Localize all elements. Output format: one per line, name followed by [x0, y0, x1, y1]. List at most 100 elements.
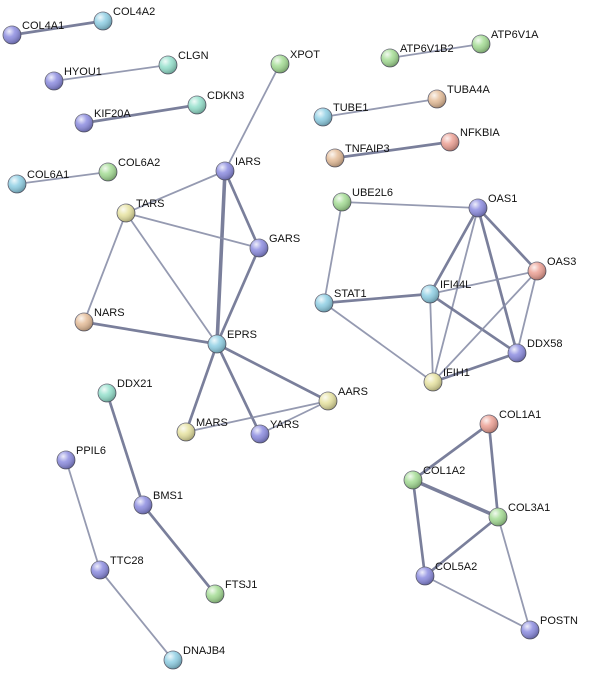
node-nfkbia[interactable]: NFKBIA [440, 127, 500, 152]
node-label: DDX21 [117, 378, 152, 390]
node-label: POSTN [540, 615, 578, 627]
node-nars[interactable]: NARS [74, 307, 125, 332]
node-atp6v1b2[interactable]: ATP6V1B2 [380, 43, 454, 68]
node-gloss [3, 26, 21, 44]
node-tars[interactable]: TARS [116, 198, 165, 223]
node-label: CLGN [178, 50, 209, 62]
node-col1a1[interactable]: COL1A1 [479, 409, 541, 434]
edge-ttc28-dnajb4 [99, 569, 174, 661]
edge-gars-eprs [215, 246, 261, 346]
node-eprs[interactable]: EPRS [207, 329, 257, 354]
edge-col3a1-postn [497, 516, 531, 631]
node-hyou1[interactable]: HYOU1 [44, 66, 102, 91]
node-gloss [421, 285, 439, 303]
edge-stat1-ifih1 [323, 302, 434, 383]
node-aars[interactable]: AARS [318, 386, 368, 411]
edge-oas3-ddx58 [516, 270, 538, 354]
node-xpot[interactable]: XPOT [270, 49, 320, 74]
node-gloss [164, 651, 182, 669]
node-gloss [250, 239, 268, 257]
node-ube2l6[interactable]: UBE2L6 [332, 187, 393, 212]
node-gloss [75, 114, 93, 132]
node-gloss [159, 56, 177, 74]
node-col5a2[interactable]: COL5A2 [415, 561, 477, 586]
edge-col1a1-col1a2 [411, 422, 491, 482]
node-bms1[interactable]: BMS1 [133, 490, 183, 515]
node-ddx58[interactable]: DDX58 [507, 338, 562, 363]
node-label: BMS1 [153, 490, 183, 502]
node-label: FTSJ1 [225, 579, 257, 591]
node-ftsj1[interactable]: FTSJ1 [205, 579, 257, 604]
node-tuba4a[interactable]: TUBA4A [427, 84, 490, 109]
edge-col1a2-col5a2 [411, 478, 427, 578]
edge-eprs-aars [215, 342, 330, 403]
node-gloss [45, 72, 63, 90]
node-gloss [98, 384, 116, 402]
edge-eprs-yars [215, 342, 262, 436]
node-tnfaip3[interactable]: TNFAIP3 [325, 143, 390, 168]
node-gloss [75, 313, 93, 331]
node-ppil6[interactable]: PPIL6 [56, 445, 106, 470]
node-col6a1[interactable]: COL6A1 [7, 169, 69, 194]
node-gloss [117, 204, 135, 222]
node-atp6v1a[interactable]: ATP6V1A [471, 29, 539, 54]
edge-col4a1-col4a2 [10, 19, 105, 37]
node-kif20a[interactable]: KIF20A [74, 108, 131, 133]
edge-eprs-mars [184, 342, 219, 434]
node-gloss [177, 423, 195, 441]
node-stat1[interactable]: STAT1 [314, 288, 367, 313]
node-gloss [528, 262, 546, 280]
node-col4a1[interactable]: COL4A1 [2, 20, 64, 45]
node-gloss [424, 373, 442, 391]
node-gloss [188, 96, 206, 114]
node-postn[interactable]: POSTN [520, 615, 578, 640]
node-label: OAS1 [488, 193, 517, 205]
node-oas3[interactable]: OAS3 [527, 256, 576, 281]
node-label: YARS [270, 419, 299, 431]
node-gloss [416, 567, 434, 585]
edge-oas3-ifih1 [432, 270, 538, 383]
node-tube1[interactable]: TUBE1 [313, 102, 368, 127]
node-label: UBE2L6 [352, 187, 393, 199]
node-gloss [314, 108, 332, 126]
node-ddx21[interactable]: DDX21 [97, 378, 152, 403]
edge-col5a2-postn [424, 575, 531, 631]
node-label: PPIL6 [76, 445, 106, 457]
node-mars[interactable]: MARS [176, 417, 228, 442]
node-label: IFI44L [440, 279, 471, 291]
node-label: AARS [338, 386, 368, 398]
node-oas1[interactable]: OAS1 [468, 193, 517, 218]
edge-ifi44l-oas3 [429, 270, 538, 295]
node-iars[interactable]: IARS [215, 156, 261, 181]
node-ifi44l[interactable]: IFI44L [420, 279, 471, 304]
node-label: ATP6V1A [491, 29, 539, 41]
node-label: GARS [269, 233, 300, 245]
node-label: ATP6V1B2 [400, 43, 454, 55]
node-col3a1[interactable]: COL3A1 [488, 502, 550, 527]
edge-bms1-ftsj1 [141, 503, 217, 596]
node-gars[interactable]: GARS [249, 233, 300, 258]
node-col4a2[interactable]: COL4A2 [93, 6, 155, 31]
node-dnajb4[interactable]: DNAJB4 [163, 645, 225, 670]
node-label: COL5A2 [435, 561, 477, 573]
node-label: COL6A2 [118, 157, 160, 169]
node-clgn[interactable]: CLGN [158, 50, 209, 75]
edge-ifi44l-ddx58 [428, 292, 519, 355]
edge-oas1-ddx58 [476, 206, 519, 355]
node-ttc28[interactable]: TTC28 [90, 555, 144, 580]
node-gloss [489, 508, 507, 526]
node-label: NARS [94, 307, 125, 319]
edge-iars-eprs [215, 169, 227, 346]
node-col6a2[interactable]: COL6A2 [98, 157, 160, 182]
node-label: COL1A2 [423, 465, 465, 477]
node-label: TTC28 [110, 555, 144, 567]
node-label: DNAJB4 [183, 645, 225, 657]
node-col1a2[interactable]: COL1A2 [403, 465, 465, 490]
edge-nars-eprs [82, 320, 219, 346]
node-gloss [480, 415, 498, 433]
node-cdkn3[interactable]: CDKN3 [187, 90, 244, 115]
edge-mars-aars [185, 400, 329, 433]
nodes-layer: COL4A1COL4A2HYOU1CLGNKIF20ACDKN3COL6A1CO… [2, 6, 578, 670]
node-yars[interactable]: YARS [250, 419, 299, 444]
node-ifih1[interactable]: IFIH1 [423, 367, 470, 392]
